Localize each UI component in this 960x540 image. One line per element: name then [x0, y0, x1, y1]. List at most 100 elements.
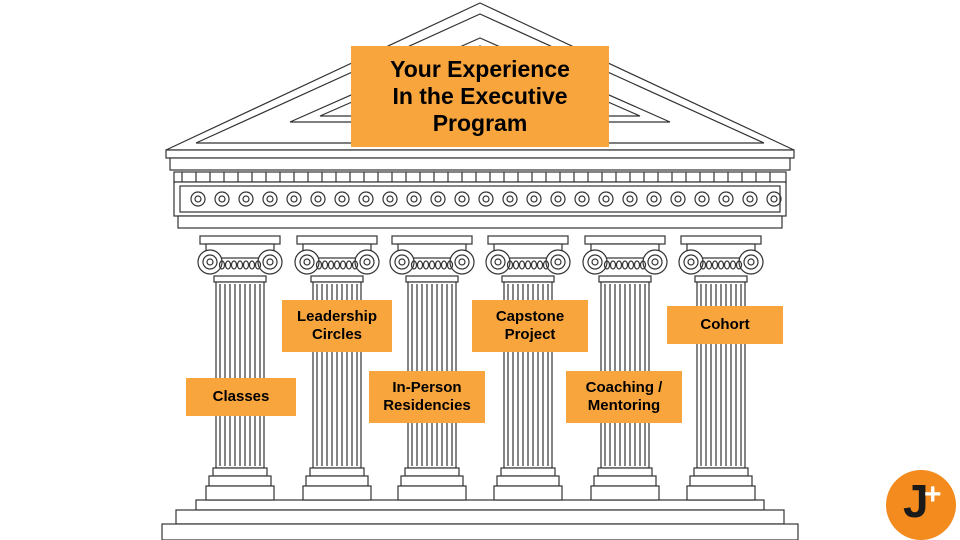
capital-egg: [410, 260, 418, 270]
frieze-rosette-center: [722, 195, 730, 203]
column-necking: [310, 275, 364, 283]
column-necking: [598, 275, 652, 283]
frieze-rosette: [694, 191, 710, 207]
capital-egg: [434, 260, 442, 270]
capital-egg: [536, 260, 544, 270]
capital-egg: [542, 260, 550, 270]
column-2: [294, 235, 380, 501]
capital-egg: [440, 260, 448, 270]
column-plinth: [590, 485, 660, 501]
frieze-rosette-center: [650, 195, 658, 203]
column-necking: [501, 275, 555, 283]
column-abacus: [199, 235, 281, 245]
frieze-rosette-center: [362, 195, 370, 203]
volute-inner: [587, 254, 603, 270]
capital-egg: [224, 260, 232, 270]
volute-eye: [458, 258, 466, 266]
volute: [389, 249, 415, 275]
capital-egg: [717, 260, 725, 270]
capital-egg: [518, 260, 526, 270]
column-plinth: [686, 485, 756, 501]
column-necking: [213, 275, 267, 283]
volute: [485, 249, 511, 275]
column-abacus: [391, 235, 473, 245]
column-base: [400, 475, 464, 487]
volute-eye: [651, 258, 659, 266]
volute-eye: [747, 258, 755, 266]
frieze-rosette-center: [770, 195, 778, 203]
frieze-rosette-center: [506, 195, 514, 203]
capital-egg: [351, 260, 359, 270]
volute-eye: [554, 258, 562, 266]
capital-egg: [512, 260, 520, 270]
pillar-label-in-person-residencies: In-Person Residencies: [369, 371, 485, 423]
capital-egg: [428, 260, 436, 270]
capital-egg: [345, 260, 353, 270]
column-3: [389, 235, 475, 501]
frieze-rosette: [598, 191, 614, 207]
capital-egg: [446, 260, 454, 270]
column-base-torus: [500, 467, 556, 477]
column-base-torus: [404, 467, 460, 477]
volute-inner: [394, 254, 410, 270]
frieze-rosette: [238, 191, 254, 207]
column-abacus: [296, 235, 378, 245]
column-4: [485, 235, 571, 501]
frieze-rosette: [526, 191, 542, 207]
volute-eye: [398, 258, 406, 266]
volute-eye: [494, 258, 502, 266]
volute-eye: [363, 258, 371, 266]
capital-egg: [218, 260, 226, 270]
frieze-rosette: [574, 191, 590, 207]
capital-egg: [621, 260, 629, 270]
volute-inner: [490, 254, 506, 270]
volute-eye: [687, 258, 695, 266]
pillar-label-classes: Classes: [186, 378, 296, 416]
volute: [257, 249, 283, 275]
frieze-rosette: [502, 191, 518, 207]
column-abacus: [680, 235, 762, 245]
program-title: Your Experience In the Executive Program: [351, 46, 609, 147]
capital-egg: [524, 260, 532, 270]
capital-egg: [321, 260, 329, 270]
frieze-rosette-center: [194, 195, 202, 203]
volute-inner: [299, 254, 315, 270]
volute-inner: [359, 254, 375, 270]
frieze-rosette-center: [626, 195, 634, 203]
volute: [582, 249, 608, 275]
frieze-rosette-center: [554, 195, 562, 203]
frieze-rosette-center: [578, 195, 586, 203]
logo-letter: J: [903, 475, 929, 527]
capital-egg: [422, 260, 430, 270]
volute-eye: [266, 258, 274, 266]
frieze-rosette: [646, 191, 662, 207]
volute-inner: [262, 254, 278, 270]
frieze-rosette: [478, 191, 494, 207]
capital-egg: [230, 260, 238, 270]
cornice: [165, 149, 795, 159]
frieze-rosette-center: [746, 195, 754, 203]
frieze-rosette-center: [338, 195, 346, 203]
capital-egg: [416, 260, 424, 270]
column-base-torus: [309, 467, 365, 477]
frieze-rosette-center: [458, 195, 466, 203]
frieze-rosette-center: [602, 195, 610, 203]
capital-egg: [603, 260, 611, 270]
volute-inner: [550, 254, 566, 270]
volute-eye: [303, 258, 311, 266]
capital-egg: [609, 260, 617, 270]
frieze-rosette: [286, 191, 302, 207]
frieze-rosette: [262, 191, 278, 207]
capital-egg: [254, 260, 262, 270]
frieze-rosette: [454, 191, 470, 207]
volute: [678, 249, 704, 275]
column-6: [678, 235, 764, 501]
capital-egg: [633, 260, 641, 270]
base-step-1: [195, 499, 765, 511]
column-5: [582, 235, 668, 501]
capital-egg: [639, 260, 647, 270]
volute: [642, 249, 668, 275]
column-plinth: [397, 485, 467, 501]
pillar-label-capstone-project: Capstone Project: [472, 300, 588, 352]
